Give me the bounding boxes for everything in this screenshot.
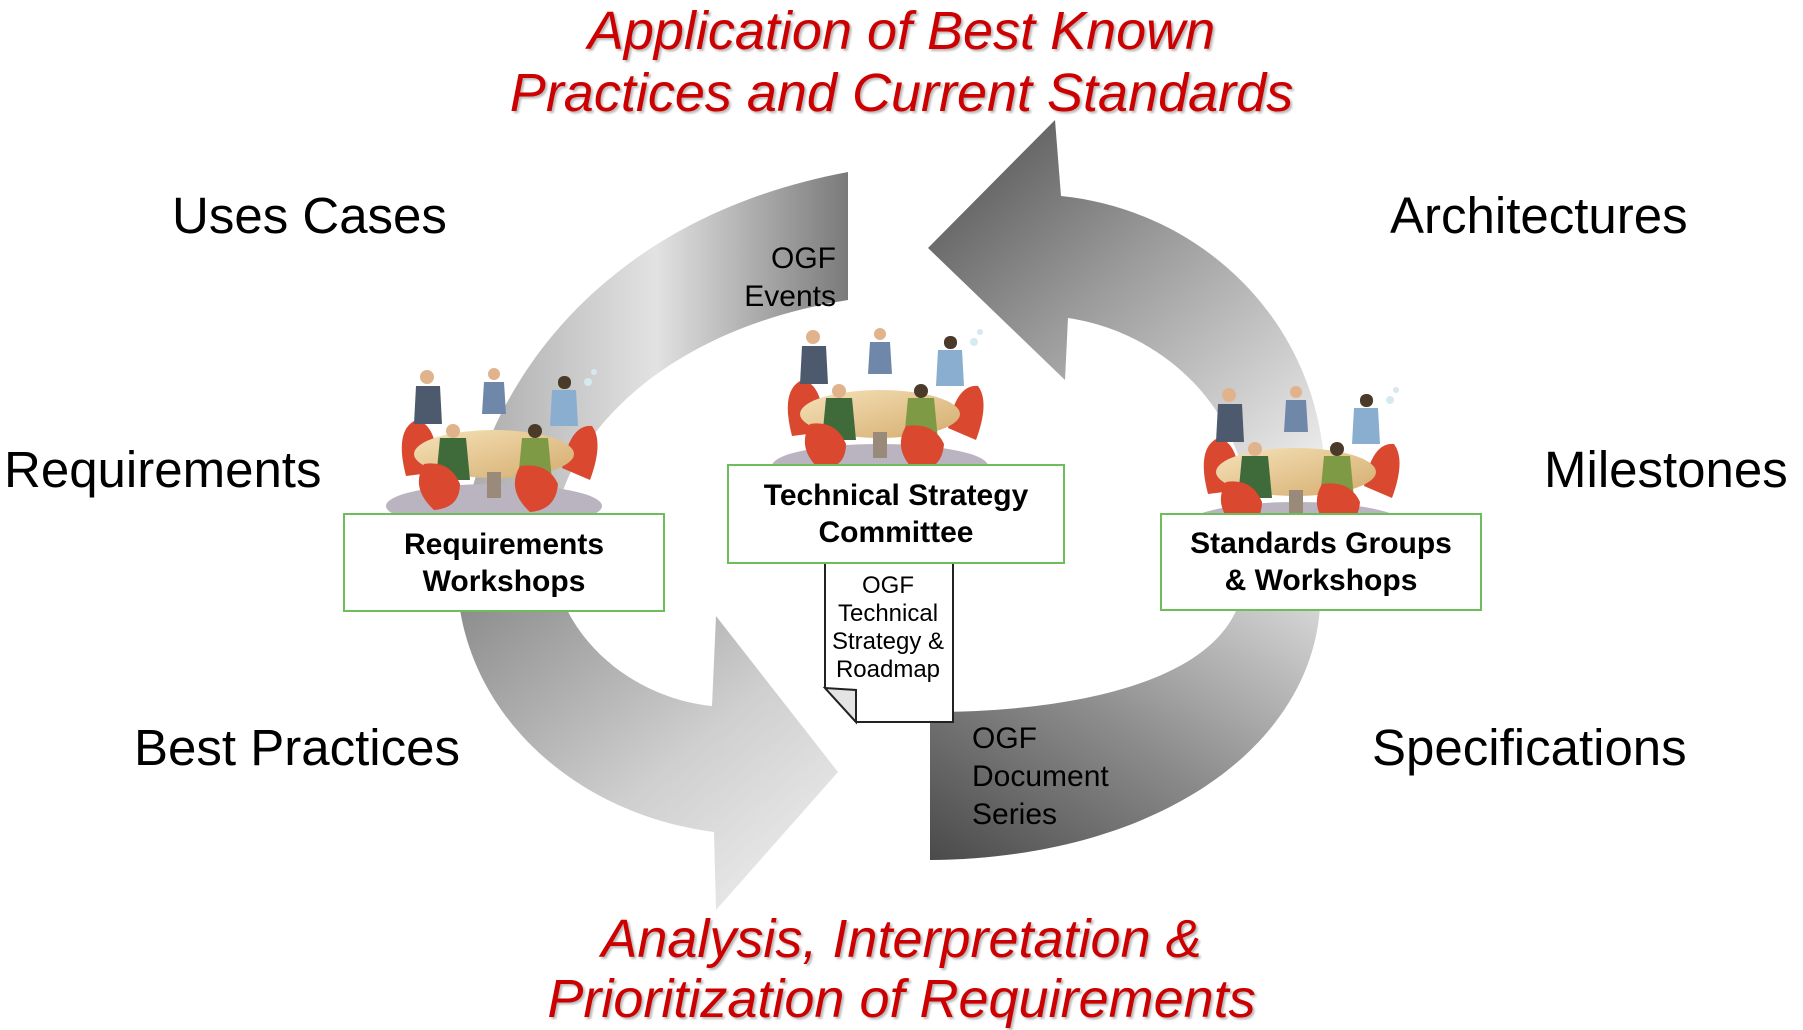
technical-strategy-committee-line2: Committee [818, 516, 974, 549]
top-title-line2: Practices and Current Standards [509, 63, 1294, 123]
requirements-workshops-line2: Workshops [422, 564, 586, 598]
best-practices-label: Best Practices [134, 719, 460, 776]
technical-strategy-committee-box: Technical Strategy Committee [727, 464, 1065, 564]
roadmap-document-line2: Technical [837, 600, 939, 627]
ogf-events-line1: OGF [771, 242, 836, 275]
bottom-title-line1: Analysis, Interpretation & [601, 909, 1202, 969]
meeting-illustration-left [386, 368, 602, 528]
ogf-document-series-line2: Document [972, 760, 1109, 793]
uses-cases-label: Uses Cases [172, 187, 447, 244]
ogf-events-label: OGF Events [740, 240, 836, 316]
roadmap-document-line4: Roadmap [835, 656, 941, 683]
ogf-events-line2: Events [744, 280, 836, 313]
ogf-document-series-line3: Series [972, 798, 1058, 831]
requirements-workshops-line1: Requirements [403, 527, 605, 561]
requirements-workshops-box: Requirements Workshops [343, 513, 665, 612]
standards-groups-workshops-box: Standards Groups & Workshops [1160, 513, 1482, 611]
specifications-label: Specifications [1372, 719, 1687, 776]
top-title-line1: Application of Best Known [587, 1, 1216, 61]
roadmap-document-text: OGF Technical Strategy & Roadmap [822, 572, 954, 684]
technical-strategy-committee-line1: Technical Strategy [763, 479, 1029, 512]
roadmap-document-line1: OGF [862, 572, 914, 599]
standards-groups-workshops-line1: Standards Groups [1190, 527, 1452, 560]
ogf-document-series-label: OGF Document Series [972, 720, 1109, 834]
arrow-top-right [928, 120, 1325, 476]
arrow-bottom-right [930, 606, 1320, 860]
milestones-label: Milestones [1544, 441, 1788, 498]
requirements-label: Requirements [4, 441, 322, 498]
standards-groups-workshops-line2: & Workshops [1224, 564, 1418, 597]
bottom-title-line2: Prioritization of Requirements [547, 969, 1256, 1029]
roadmap-document-line3: Strategy & [831, 628, 945, 655]
architectures-label: Architectures [1390, 187, 1688, 244]
arrow-bottom-left [458, 594, 838, 910]
ogf-document-series-line1: OGF [972, 722, 1037, 755]
